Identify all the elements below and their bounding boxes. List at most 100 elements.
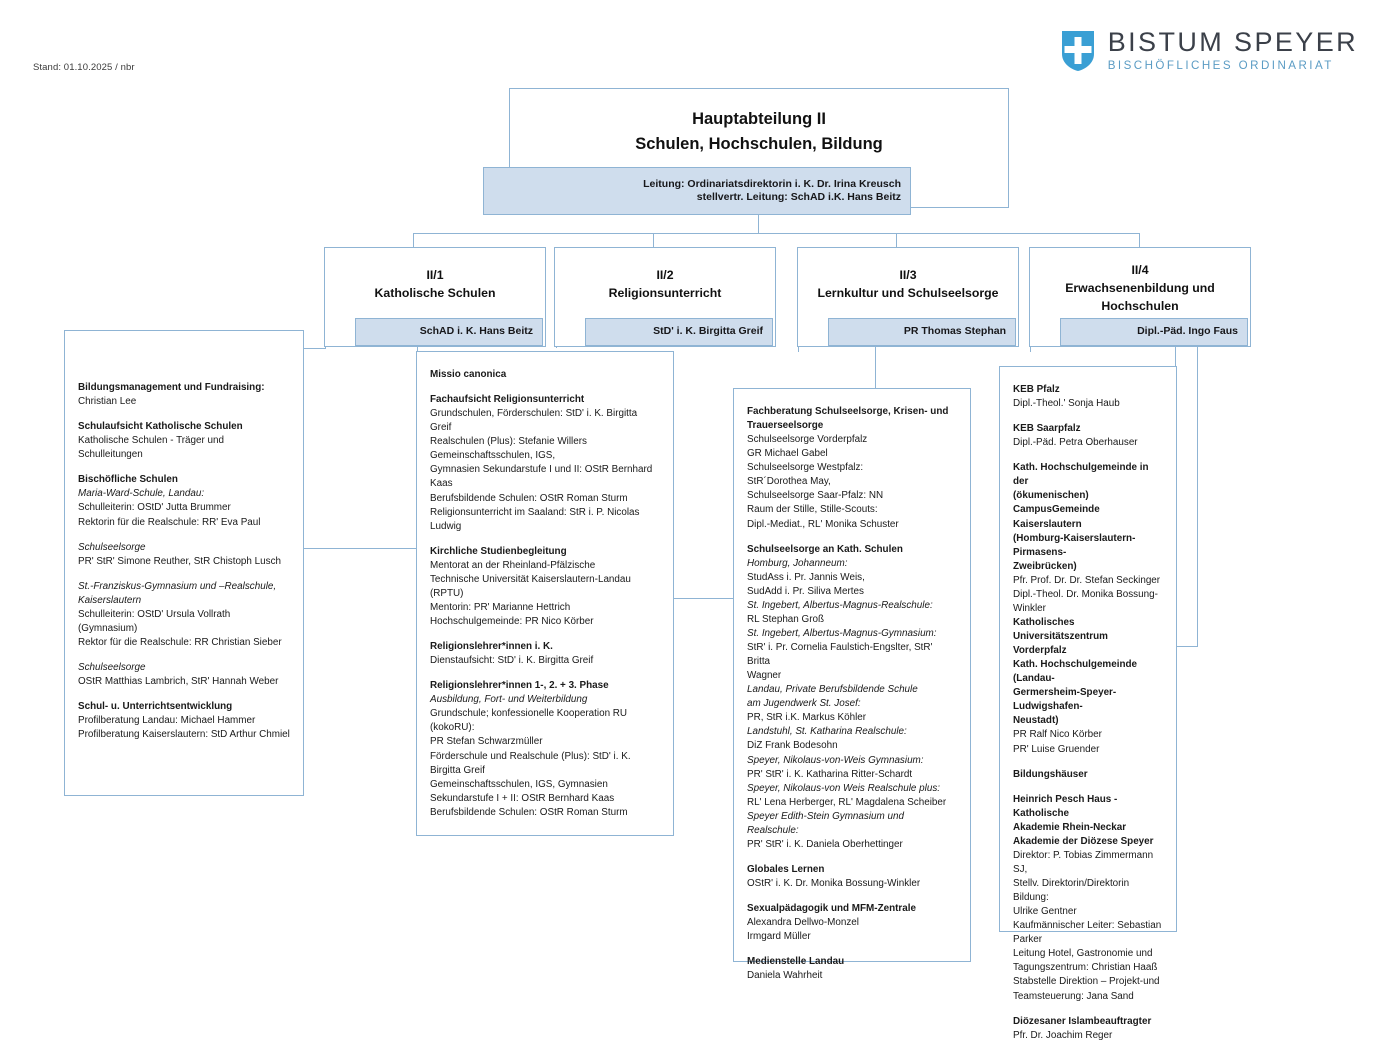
panel-line-value: Christian Lee: [78, 396, 137, 408]
panel-line: OStR Matthias Lambrich, StR' Hannah Webe…: [78, 676, 279, 688]
panel-line: Dipl.-Theol.' Sonja Haub: [1013, 398, 1120, 410]
connector-right-outer-v: [1197, 346, 1198, 646]
panel-line: (Homburg-Kaiserslautern-Pirmasens-: [1013, 532, 1136, 558]
panel-line: StudAss i. Pr. Jannis Weis,: [747, 571, 865, 583]
connector-ii1-to-panel2: [417, 346, 418, 353]
panel-line: Grundschulen, Förderschulen: StD' i. K. …: [430, 408, 638, 434]
panel-line: Katholisches Universitätszentrum: [1013, 616, 1108, 642]
shield-icon: [1061, 30, 1095, 72]
panel-line: Bischöfliche Schulen: [78, 474, 178, 486]
connector-right-outer-h: [1177, 646, 1198, 647]
panel-line: Berufsbildende Schulen: OStR Roman Sturm: [430, 492, 628, 504]
panel-line: Schulseelsorge an Kath. Schulen: [747, 543, 903, 555]
panel-line: Germersheim-Speyer-Ludwigshafen-: [1013, 687, 1117, 713]
panel-line: StR´Dorothea May,: [747, 476, 831, 488]
panel-spacer: [78, 462, 291, 473]
panel-line: Stellv. Direktorin/Direktorin Bildung:: [1013, 878, 1130, 904]
panel-line: Irmgard Müller: [747, 931, 811, 943]
panel-line: Missio canonica: [430, 369, 507, 380]
panel-line: Medienstelle Landau: [747, 956, 845, 968]
panel-line: Förderschule und Realschule (Plus): StD'…: [430, 750, 631, 776]
department-code-ii1: II/1: [426, 268, 444, 282]
panel-line: Diözesaner Islambeauftragter: [1013, 1015, 1152, 1027]
panel-line: RL Stephan Groß: [747, 613, 825, 625]
panel-line: Rektor für die Realschule: RR Christian …: [78, 636, 282, 648]
detail-panel-ii1: Bildungsmanagement und Fundraising: Chri…: [64, 330, 304, 796]
panel-line: Technische Universität Kaiserslautern-La…: [430, 573, 631, 599]
panel-line: Raum der Stille, Stille-Scouts:: [747, 504, 878, 516]
logo-title: BISTUM SPEYER: [1107, 27, 1358, 57]
connector-ii4-to-panel4: [1175, 332, 1176, 366]
panel-line: KEB Pfalz: [1013, 384, 1060, 395]
panel-line: Berufsbildende Schulen: OStR Roman Sturm: [430, 806, 628, 818]
panel-line-label: Bildungsmanagement und Fundraising:: [78, 382, 265, 393]
department-lead-ii4: Dipl.-Päd. Ingo Faus: [1060, 318, 1248, 346]
department-code-ii3: II/3: [899, 268, 917, 282]
panel-line: Gymnasien Sekundarstufe I und II: OStR B…: [430, 464, 653, 490]
panel-line: Mentorat an der Rheinland-Pfälzische: [430, 559, 596, 571]
panel-spacer: [747, 532, 958, 543]
panel-line: GR Michael Gabel: [747, 448, 828, 460]
panel-line: Schulaufsicht Katholische Schulen: [78, 421, 243, 433]
department-title-ii4: II/4 Erwachsenenbildung und Hochschulen: [1029, 262, 1251, 315]
top-unit-lead-line1: Leitung: Ordinariatsdirektorin i. K. Dr.…: [643, 177, 901, 190]
top-unit-title-line2: Schulen, Hochschulen, Bildung: [635, 134, 883, 153]
top-unit-leadership: Leitung: Ordinariatsdirektorin i. K. Dr.…: [483, 167, 911, 215]
panel-line: Hochschulgemeinde: PR Nico Körber: [430, 616, 594, 627]
panel-line: Tagungszentrum: Christian Haaß: [1013, 962, 1158, 974]
panel-line: Realschulen (Plus): Stefanie Willers: [430, 436, 587, 448]
panel-line: Dipl.-Päd. Petra Oberhauser: [1013, 437, 1138, 449]
panel-line: Profilberatung Kaiserslautern: StD Arthu…: [78, 729, 290, 741]
department-title-ii2: II/2 Religionsunterricht: [554, 267, 776, 303]
panel-line: Kaufmännischer Leiter: Sebastian Parker: [1013, 920, 1162, 946]
panel-line: Kath. Hochschulgemeinde (Landau-: [1013, 659, 1138, 685]
panel-spacer: [1013, 1004, 1164, 1015]
connector-bus-horizontal: [413, 233, 1140, 234]
department-code-ii2: II/2: [656, 268, 674, 282]
panel-line: Speyer, Nikolaus-von-Weis Gymnasium:: [747, 754, 924, 766]
department-name-ii4-line1: Erwachsenenbildung und: [1065, 280, 1215, 295]
panel-line: Fachberatung Schulseelsorge, Krisen- und: [747, 406, 949, 417]
panel-spacer: [430, 534, 661, 545]
panel-line: Kaiserslautern: [78, 594, 142, 606]
panel-line: Dipl.-Mediat., RL' Monika Schuster: [747, 518, 899, 530]
panel-line: Profilberatung Landau: Michael Hammer: [78, 715, 256, 727]
department-name-ii3: Lernkultur und Schulseelsorge: [817, 285, 999, 300]
panel-line: Gemeinschaftsschulen, IGS,: [430, 450, 556, 462]
panel-line: Vorderpfalz: [1013, 645, 1067, 657]
panel-line: Trauerseelsorge: [747, 420, 824, 432]
department-lead-ii1: SchAD i. K. Hans Beitz: [355, 318, 543, 346]
panel-line: Globales Lernen: [747, 863, 825, 875]
department-lead-ii3: PR Thomas Stephan: [828, 318, 1016, 346]
logo-subtitle: BISCHÖFLICHES ORDINARIAT: [1107, 59, 1334, 73]
department-title-ii1: II/1 Katholische Schulen: [324, 267, 546, 303]
panel-line: Daniela Wahrheit: [747, 970, 823, 982]
panel-line: Fachaufsicht Religionsunterricht: [430, 394, 585, 406]
department-name-ii4-line2: Hochschulen: [1101, 298, 1179, 313]
panel-spacer: [1013, 782, 1164, 793]
panel-spacer: [1013, 757, 1164, 768]
panel-line: (ökumenischen) CampusGemeinde: [1013, 490, 1100, 516]
panel-line: Dipl.-Theol. Dr. Monika Bossung-Winkler: [1013, 588, 1158, 614]
panel-line: Rektorin für die Realschule: RR' Eva Pau…: [78, 516, 261, 528]
panel-line: Homburg, Johanneum:: [747, 557, 848, 569]
connector-drop-ii3: [896, 233, 897, 247]
panel-line: Religionsunterricht im Saaland: StR i. P…: [430, 506, 640, 532]
panel-spacer: [430, 668, 661, 679]
panel-spacer: [747, 852, 958, 863]
panel-line: Bildungshäuser: [1013, 768, 1088, 780]
panel-line: Mentorin: PR' Marianne Hettrich: [430, 601, 571, 613]
connector-ii3-to-panel3: [875, 332, 876, 388]
panel-line: Katholische Schulen - Träger und Schulle…: [78, 435, 225, 461]
panel-line: Schulseelsorge Saar-Pfalz: NN: [747, 490, 884, 502]
connector-trunk-vertical: [758, 215, 759, 233]
panel-line: Akademie Rhein-Neckar: [1013, 821, 1127, 833]
panel-line: Wagner: [747, 670, 782, 682]
panel-line: Speyer Edith-Stein Gymnasium und Realsch…: [747, 810, 904, 836]
panel-line: PR' StR' Simone Reuther, StR Chistoph Lu…: [78, 555, 282, 567]
department-name-ii2: Religionsunterricht: [608, 285, 722, 300]
panel-line: Maria-Ward-Schule, Landau:: [78, 488, 205, 500]
panel-line: Stabstelle Direktion – Projekt-und: [1013, 976, 1160, 988]
panel-line: Ausbildung, Fort- und Weiterbildung: [430, 694, 588, 706]
panel-line: Schulseelsorge Vorderpfalz: [747, 434, 868, 446]
